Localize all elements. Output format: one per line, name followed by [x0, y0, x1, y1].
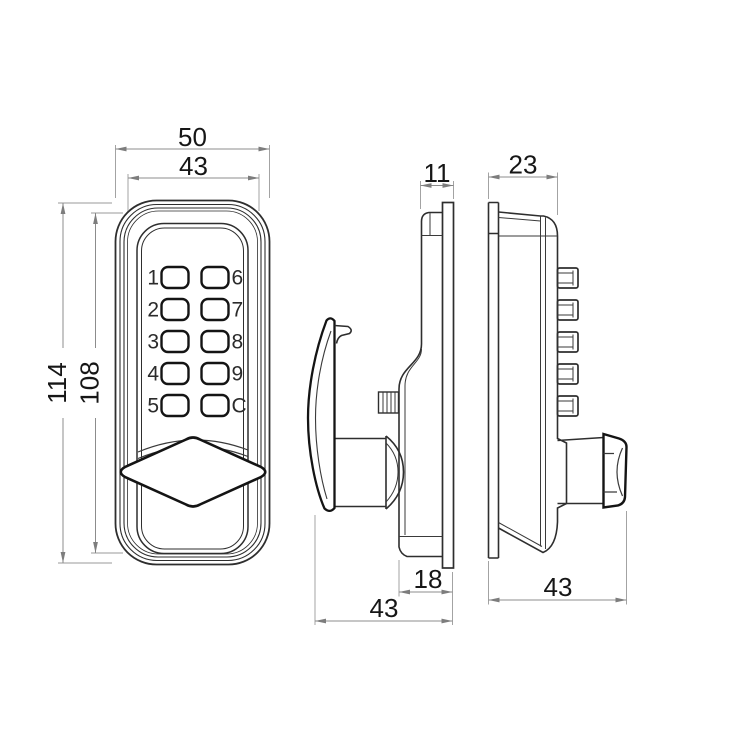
dimension-front-outer-height: 114: [42, 202, 112, 564]
keypad-digit: 7: [232, 299, 244, 322]
dimension-right-top-depth: 23: [488, 150, 558, 215]
keypad-buttons-side: [556, 267, 579, 417]
dimension-value: 43: [544, 572, 573, 602]
body-outline: [498, 211, 568, 554]
keypad-digit: 2: [147, 299, 159, 322]
button-side-detail: [557, 270, 574, 286]
keypad-button: [200, 297, 230, 322]
blade-inner-line: [314, 330, 332, 500]
keypad-button: [160, 297, 190, 322]
thread-stub-outline: [377, 391, 400, 414]
keypad: 1 6 2 7 3 8 4 9 5 C: [147, 265, 247, 418]
knob-neck-lines: [557, 436, 604, 505]
case-outer-outline: [114, 199, 271, 566]
dimension-value: 11: [424, 158, 451, 188]
keypad-digit: 3: [147, 331, 159, 354]
thread-lines: [382, 392, 396, 413]
body-detail-lines: [498, 216, 558, 549]
keypad-digit: 5: [147, 395, 159, 418]
case-contour-3: [123, 207, 262, 558]
keypad-button: [160, 361, 190, 386]
hub-neck-lines: [335, 436, 387, 509]
dimension-value: 43: [370, 593, 399, 623]
latch-hook: [334, 324, 352, 344]
keypad-button: [200, 329, 230, 354]
keypad-digit: 1: [147, 267, 159, 290]
back-plate-lines: [487, 201, 500, 559]
plate-front-profile: [398, 211, 443, 558]
panel-outer-outline: [136, 222, 249, 555]
button-side-detail: [557, 302, 574, 318]
extension-lines: [115, 145, 270, 198]
keypad-button: [160, 393, 190, 418]
keypad-button: [160, 265, 190, 290]
dimension-value: 50: [178, 122, 207, 152]
extension-lines: [488, 511, 627, 605]
front-case: [114, 199, 271, 566]
dimension-value: 114: [42, 362, 72, 403]
dimension-front-outer-width: 50: [115, 122, 270, 198]
button-side-detail: [557, 334, 574, 350]
dimension-value: 23: [509, 150, 538, 180]
back-bar: [441, 201, 455, 569]
dimension-side-body-depth: 18: [398, 560, 453, 625]
keypad-digit: C: [232, 395, 247, 418]
dimension-side-total-depth: 43: [314, 515, 453, 625]
knob-cap-detail: [603, 447, 624, 497]
button-side: [556, 395, 579, 417]
dimension-front-inner-height: 108: [75, 212, 123, 554]
front-view: 1 6 2 7 3 8 4 9 5 C: [114, 199, 271, 566]
back-plate-side: [487, 201, 500, 559]
button-side: [556, 363, 579, 385]
right-side-view: [487, 201, 628, 559]
button-side-detail: [557, 398, 574, 414]
button-side-detail: [557, 366, 574, 382]
dimension-value: 43: [179, 151, 208, 181]
dimensions: 50 43 114 108 11 18: [42, 122, 627, 625]
mounting-plate-side: [398, 201, 455, 569]
panel-inner-outline: [141, 227, 244, 550]
thumbturn-knob-front: [119, 436, 267, 508]
blade-outline: [306, 317, 336, 513]
keypad-button: [200, 361, 230, 386]
plate-detail-lines: [399, 213, 443, 537]
spindle-stub-threaded: [377, 391, 400, 414]
keypad-button: [200, 393, 230, 418]
keypad-digit: 6: [232, 267, 244, 290]
extension-lines: [58, 202, 112, 564]
dimension-right-total-depth: 43: [488, 511, 627, 605]
hub-cap-inner: [385, 442, 399, 503]
case-contour-2: [119, 203, 266, 562]
button-side: [556, 331, 579, 353]
keypad-button: [200, 265, 230, 290]
hub-cap-outer: [385, 435, 405, 510]
keypad-digit: 8: [232, 331, 244, 354]
knob-hub-side: [335, 435, 405, 510]
keypad-button: [160, 329, 190, 354]
dimension-value: 18: [414, 564, 443, 594]
keypad-digit: 9: [232, 363, 244, 386]
button-side: [556, 267, 579, 289]
knob-cap-outline: [602, 432, 628, 509]
lock-body-side: [498, 211, 568, 554]
dimension-side-top-depth: 11: [420, 158, 454, 209]
dimension-front-inner-width: 43: [127, 151, 260, 211]
dimension-value: 108: [75, 361, 105, 404]
keypad-panel: [136, 222, 249, 555]
left-side-view: [306, 201, 455, 569]
handle-blade-side: [306, 317, 352, 513]
button-side: [556, 299, 579, 321]
keypad-digit: 4: [147, 363, 159, 386]
thumbturn-knob-side: [557, 432, 628, 509]
